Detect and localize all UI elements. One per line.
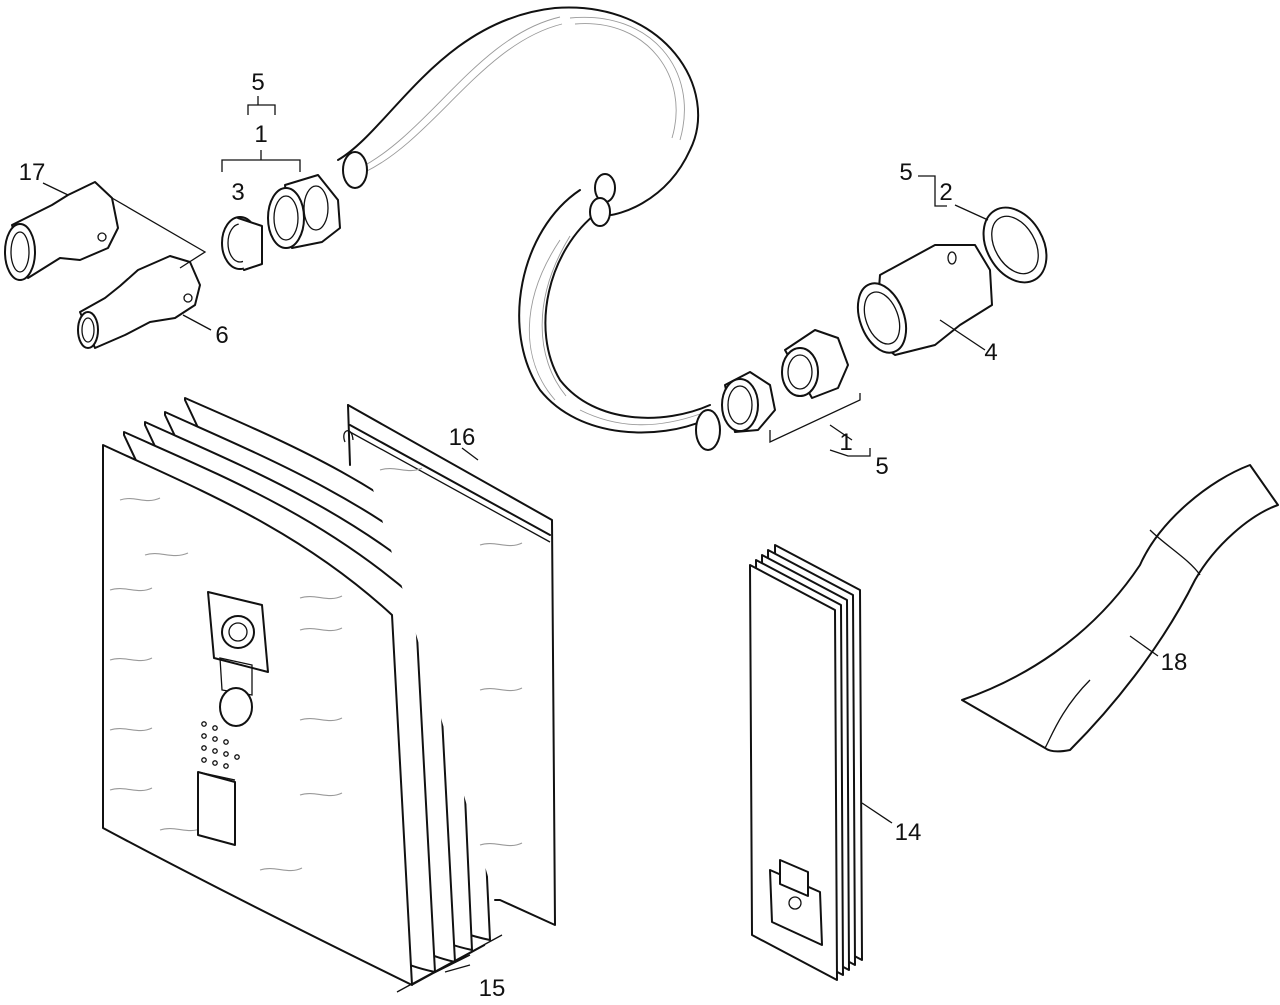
callout-18: 18 [1161,649,1188,676]
hose-coupling-left [267,174,341,249]
adapter-17 [4,181,119,281]
filter-bag-stack-15 [102,397,491,986]
sealing-ring-2 [982,206,1048,284]
locking-ring-left [221,216,263,271]
callout-2: 2 [939,179,952,206]
callout-4: 4 [984,339,997,366]
hose-end-right [695,409,721,451]
leader-lines [42,96,1159,993]
callout-17: 17 [19,159,46,186]
hose-coupling-right [781,329,849,399]
callout-3: 3 [231,179,244,206]
callout-5-right: 5 [899,159,912,186]
connection-sleeve-4 [856,244,993,356]
hose-break-lower [589,197,611,227]
callout-5-bottom-right: 5 [875,453,888,480]
callout-labels: 5 1 3 17 6 5 2 4 1 5 16 18 14 15 [19,69,1188,1002]
callout-16: 16 [449,424,476,451]
locking-ring-right [721,371,776,433]
callout-6: 6 [215,322,228,349]
bag-collar [207,591,269,727]
hose-end-left [342,151,368,189]
callout-5-top-left: 5 [251,69,264,96]
callout-15: 15 [479,975,506,1002]
suction-hose [337,6,721,451]
callout-14: 14 [895,819,922,846]
hose-ribs [359,16,701,426]
callout-1-top-left: 1 [254,121,267,148]
callout-1-right: 1 [839,429,852,456]
bag-label [197,771,236,846]
crevice-nozzle-18 [961,464,1279,753]
filter-bag-waves [109,497,343,872]
bag-perforation [201,721,240,769]
filter-sheet-16 [343,404,556,926]
paper-filter-bags-14 [749,544,863,981]
adapter-6 [77,255,201,349]
